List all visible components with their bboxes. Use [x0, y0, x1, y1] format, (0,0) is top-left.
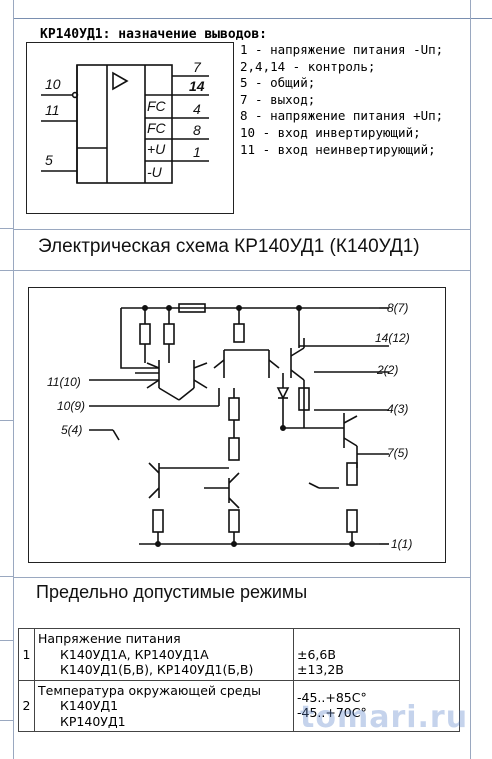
- block-label: FC: [147, 98, 167, 114]
- opamp-triangle-icon: [112, 71, 129, 91]
- resistor: [163, 323, 175, 345]
- pin-label: 5: [45, 152, 53, 168]
- list-item: 7 - выход;: [240, 91, 316, 107]
- param-sub: КР140УД1: [60, 713, 126, 729]
- pin-label: 10: [45, 76, 61, 92]
- value: ±6,6В: [297, 646, 336, 662]
- block-label: FC: [147, 120, 167, 136]
- resistor: [298, 387, 310, 411]
- row-number: 2: [18, 679, 35, 732]
- resistor: [228, 509, 240, 533]
- pin-assignment-list: 1 - напряжение питания -Uп; 2,4,14 - кон…: [240, 42, 443, 158]
- resistor: [152, 509, 164, 533]
- param-sub: К140УД1А, КР140УД1А: [60, 646, 209, 662]
- pin-label: 14(12): [375, 331, 410, 345]
- value-cell: -45..+85С° -45..+70С°: [293, 679, 460, 732]
- list-item: 8 - напряжение питания +Uп;: [240, 108, 444, 124]
- pin-label: 4: [193, 101, 201, 117]
- value: -45..+85С°: [297, 689, 367, 705]
- pinout-diagram: 10 11 5 7 14 4 8 1 FC FC +U -U: [26, 42, 234, 214]
- pin-label: 4(3): [387, 402, 408, 416]
- inverting-circle-icon: [71, 91, 79, 99]
- row-number: 1: [18, 628, 35, 681]
- pin-label: 1: [193, 144, 201, 160]
- top-frame: [0, 0, 492, 19]
- pin-label: 10(9): [57, 399, 85, 413]
- schematic-heading: Электрическая схема КР140УД1 (К140УД1): [38, 236, 420, 257]
- resistor: [228, 397, 240, 421]
- left-frame: [0, 0, 14, 759]
- limits-table: 1 Напряжение питания К140УД1А, КР140УД1А…: [18, 628, 460, 732]
- resistor: [346, 509, 358, 533]
- limits-heading: Предельно допустимые режимы: [36, 582, 308, 602]
- table-row: 2 Температура окружающей среды К140УД1 К…: [18, 679, 460, 732]
- param-sub: К140УД1: [60, 698, 119, 713]
- param-name: Температура окружающей среды: [38, 682, 262, 698]
- value: ±13,2В: [297, 662, 344, 677]
- diode-icon: [276, 387, 290, 400]
- block-label: -U: [147, 164, 163, 180]
- divider: [14, 229, 470, 230]
- pin-label: 11(10): [47, 375, 81, 389]
- right-frame: [470, 0, 492, 759]
- list-item: 10 - вход инвертирующий;: [240, 124, 421, 140]
- param-cell: Напряжение питания К140УД1А, КР140УД1А К…: [34, 628, 294, 681]
- resistor: [139, 323, 151, 345]
- watermark: tomari.ru: [300, 700, 469, 735]
- pin-label: 11: [45, 102, 60, 118]
- value: -45..+70С°: [297, 705, 367, 720]
- pinout-title: КР140УД1: назначение выводов:: [40, 27, 267, 42]
- block-label: +U: [147, 141, 166, 157]
- param-sub: К140УД1(Б,В), КР140УД1(Б,В): [60, 662, 254, 677]
- pin-label: 7: [193, 59, 202, 75]
- list-item: 5 - общий;: [240, 75, 316, 91]
- pin-label: 1(1): [391, 537, 412, 551]
- list-item: 11 - вход неинвертирующий;: [240, 141, 436, 157]
- param-name: Напряжение питания: [38, 631, 181, 646]
- resistor: [178, 303, 206, 313]
- value-cell: ±6,6В ±13,2В: [293, 628, 460, 681]
- pin-label: 14: [189, 78, 205, 94]
- pin-label: 8(7): [387, 301, 408, 315]
- divider: [14, 577, 470, 578]
- circuit-schematic: 11(10) 10(9) 5(4) 8(7) 14(12) 2(2) 4(3) …: [28, 287, 446, 563]
- pin-label: 5(4): [61, 423, 82, 437]
- list-item: 1 - напряжение питания -Uп;: [240, 42, 444, 57]
- resistor: [346, 462, 358, 486]
- pin-label: 2(2): [376, 363, 398, 377]
- pin-label: 7(5): [387, 446, 408, 460]
- schematic-svg: 11(10) 10(9) 5(4) 8(7) 14(12) 2(2) 4(3) …: [47, 301, 412, 551]
- resistor: [233, 323, 245, 343]
- param-cell: Температура окружающей среды К140УД1 КР1…: [34, 679, 294, 732]
- table-row: 1 Напряжение питания К140УД1А, КР140УД1А…: [18, 628, 460, 681]
- resistor: [228, 437, 240, 461]
- list-item: 2,4,14 - контроль;: [240, 58, 376, 74]
- divider: [14, 270, 470, 271]
- pinout-svg: 10 11 5 7 14 4 8 1 FC FC +U -U: [41, 59, 209, 184]
- pin-label: 8: [193, 122, 201, 138]
